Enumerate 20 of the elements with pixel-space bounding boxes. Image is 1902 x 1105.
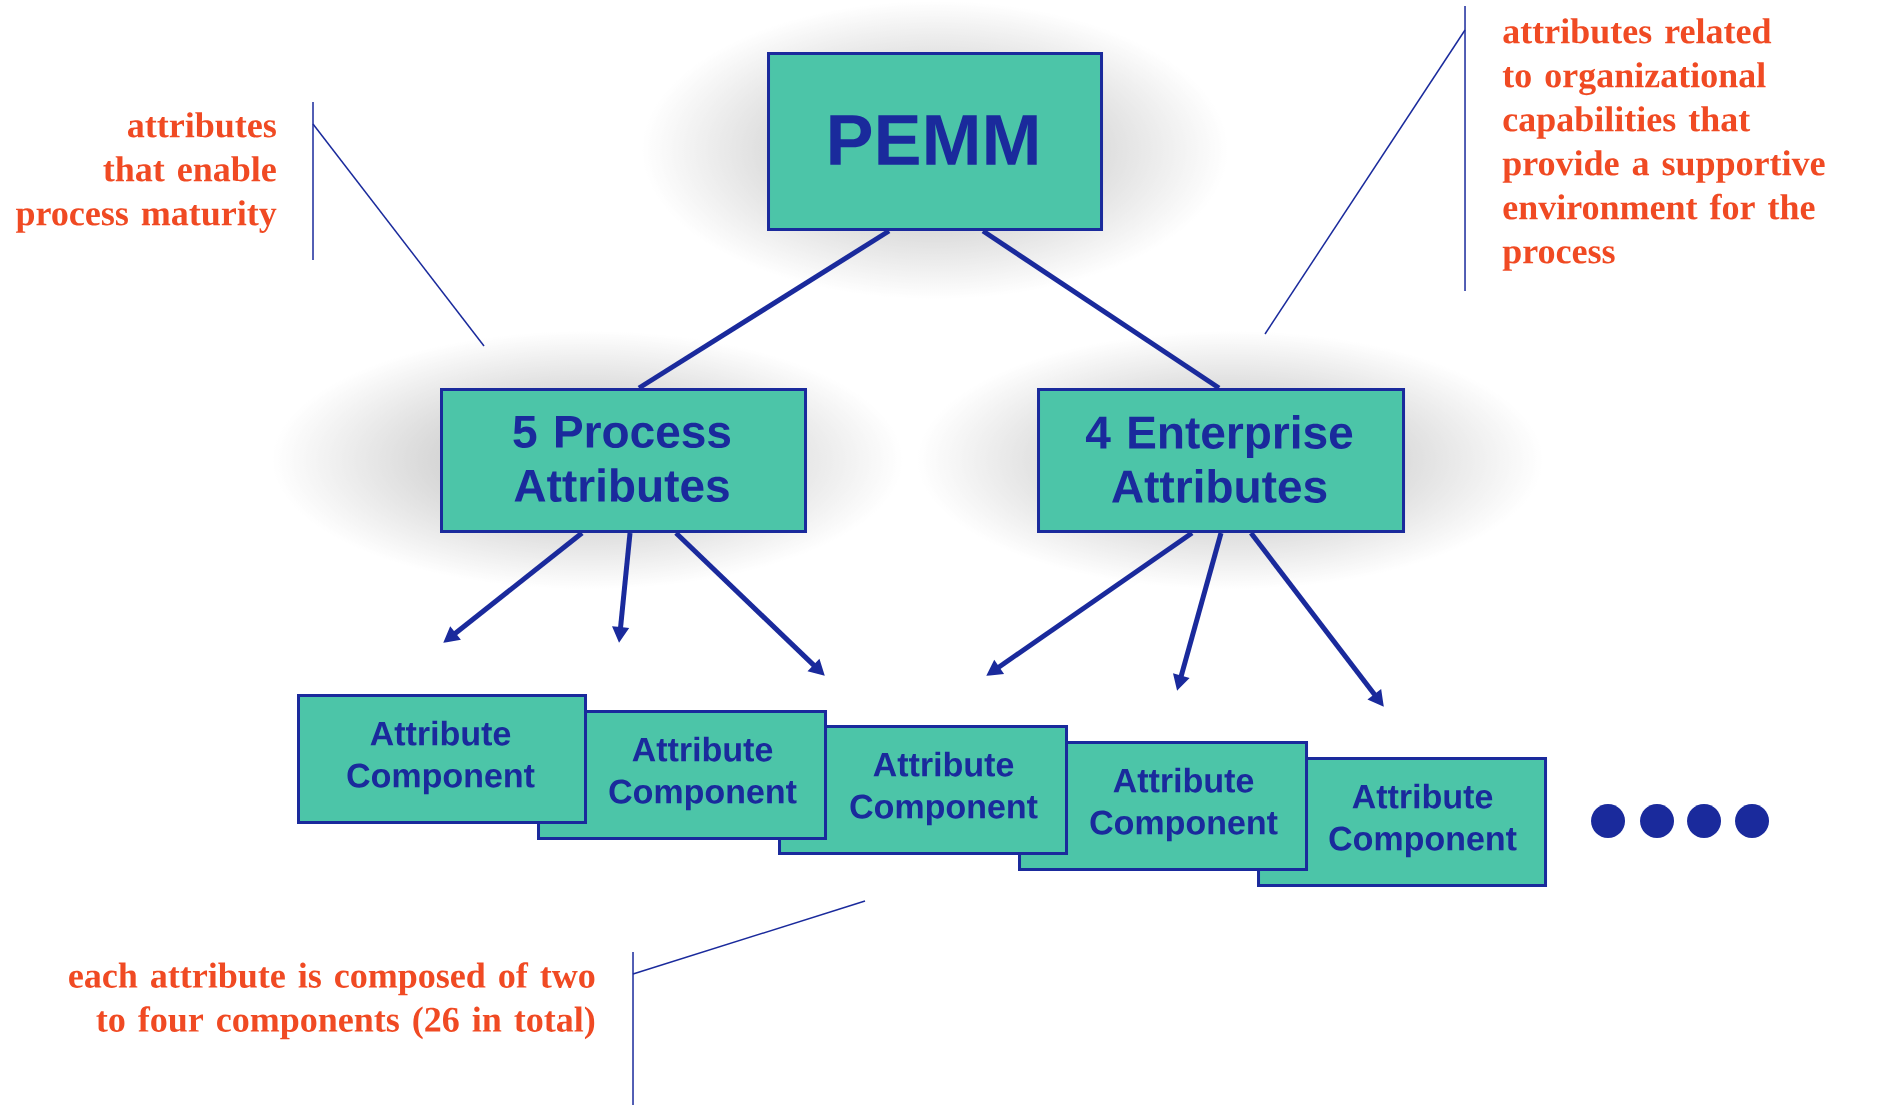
box <box>440 388 807 533</box>
connector-line <box>637 228 891 391</box>
box-label: Attribute Component <box>1329 783 1517 858</box>
box <box>767 52 1103 231</box>
box-label: 4 Enterprise Attributes <box>1086 415 1353 503</box>
leader-line <box>632 900 866 975</box>
box-label: Attribute Component <box>1090 767 1278 842</box>
annotation-text: attributes related to organizational capabilities that provide a supportive environment for the process <box>1502 18 1825 271</box>
box-label: PEMM <box>830 115 1037 165</box>
annotation-text: each attribute is composed of two to four components (26 in total) <box>69 962 595 1040</box>
box-label: Attribute Component <box>609 736 797 811</box>
box-label: Attribute Component <box>850 751 1038 826</box>
box-label: 5 Process Attributes <box>513 415 731 503</box>
leader-line <box>1264 29 1466 335</box>
box <box>1037 388 1405 533</box>
component-box <box>297 694 587 824</box>
connector-line <box>981 228 1221 391</box>
box-label: Attribute Component <box>347 720 535 795</box>
leader-line <box>312 123 485 347</box>
annotation-text: attributes that enable process maturity <box>15 112 277 233</box>
